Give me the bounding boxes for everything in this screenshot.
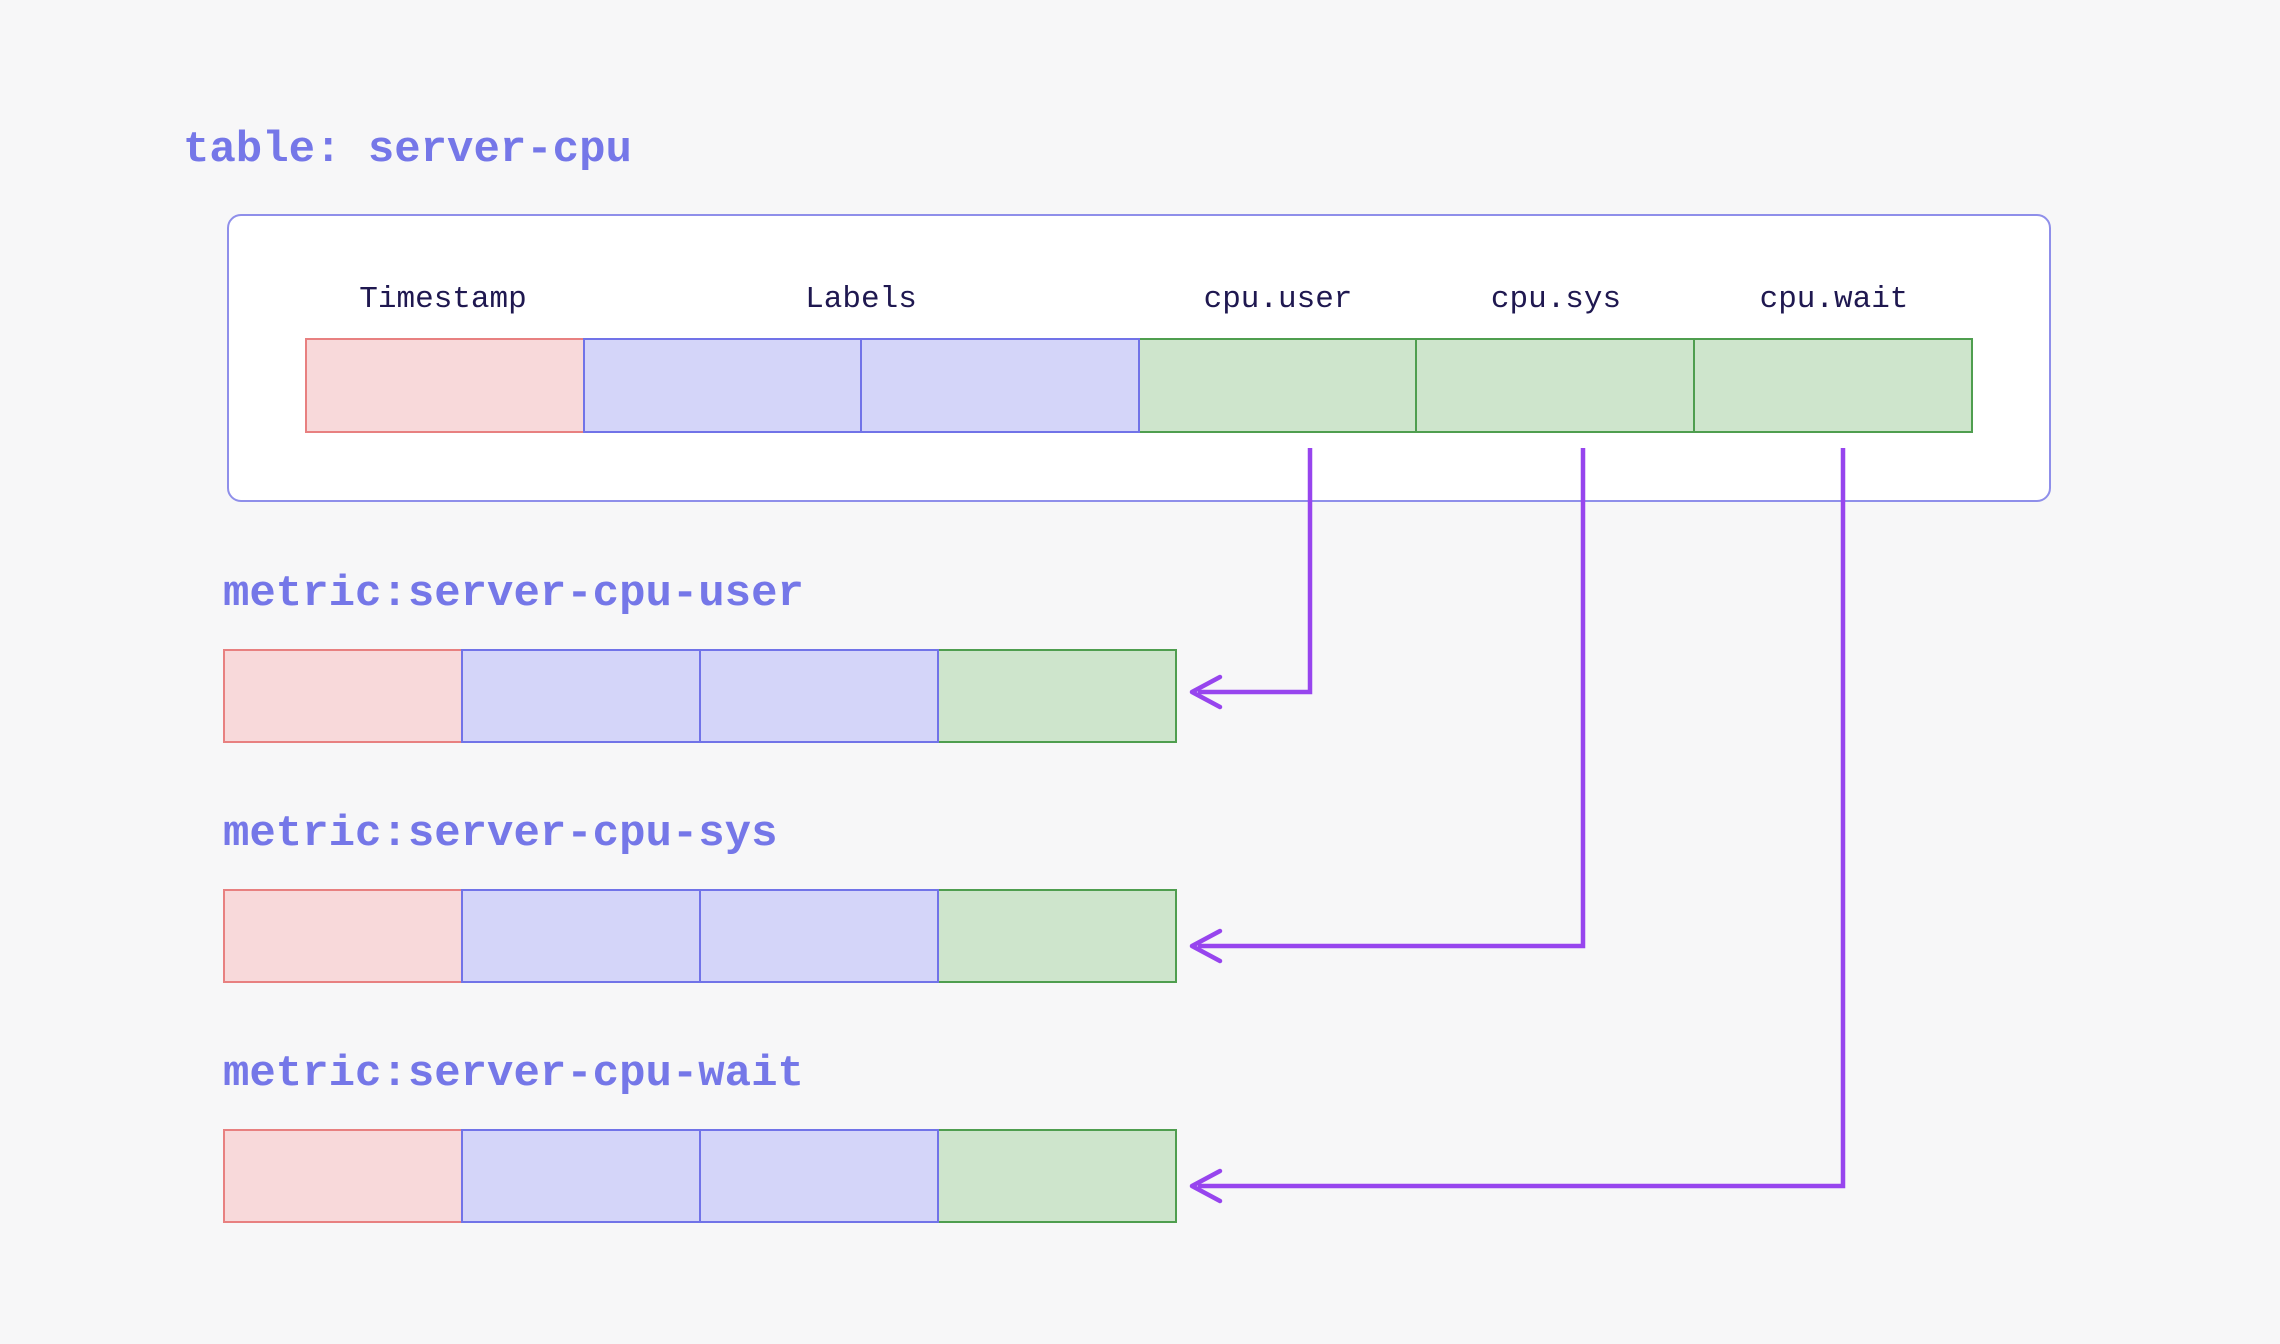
- label-cell: [460, 889, 702, 983]
- table-row: [305, 338, 1973, 433]
- column-header-cpu-user: cpu.user: [1203, 282, 1353, 317]
- timestamp-cell: [223, 889, 464, 983]
- value-cell: [936, 649, 1177, 743]
- timestamp-cell: [305, 338, 586, 433]
- value-cell: [936, 1129, 1177, 1223]
- metric-title-server-cpu-user: metric:server-cpu-user: [223, 569, 804, 619]
- label-cell: [460, 649, 702, 743]
- column-header-cpu-wait: cpu.wait: [1759, 282, 1909, 317]
- label-cell: [698, 889, 940, 983]
- value-cell: [1415, 338, 1696, 433]
- metric-row-server-cpu-wait: [223, 1129, 1177, 1223]
- arrow-cpu-sys-to-metric: [1189, 448, 1586, 964]
- metric-row-server-cpu-user: [223, 649, 1177, 743]
- value-cell: [1692, 338, 1973, 433]
- arrow-cpu-wait-to-metric: [1189, 448, 1846, 1204]
- timestamp-cell: [223, 1129, 464, 1223]
- label-cell: [698, 1129, 940, 1223]
- column-header-cpu-sys: cpu.sys: [1490, 282, 1622, 317]
- label-cell: [460, 1129, 702, 1223]
- column-header-labels: Labels: [805, 282, 917, 317]
- label-cell: [582, 338, 863, 433]
- table-title: table: server-cpu: [183, 125, 632, 175]
- metric-title-server-cpu-wait: metric:server-cpu-wait: [223, 1049, 804, 1099]
- timestamp-cell: [223, 649, 464, 743]
- metric-row-server-cpu-sys: [223, 889, 1177, 983]
- metric-title-server-cpu-sys: metric:server-cpu-sys: [223, 809, 778, 859]
- label-cell: [698, 649, 940, 743]
- value-cell: [1137, 338, 1418, 433]
- column-header-timestamp: Timestamp: [359, 282, 527, 317]
- label-cell: [860, 338, 1141, 433]
- value-cell: [936, 889, 1177, 983]
